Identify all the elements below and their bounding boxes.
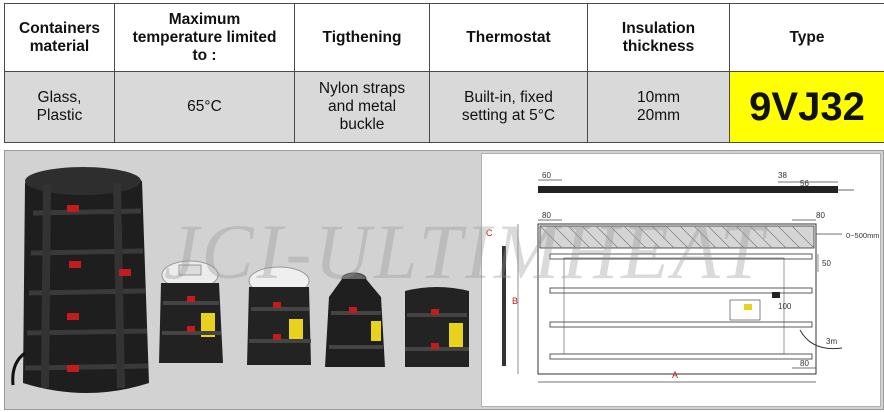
- dim-80-right-label: 80: [816, 211, 825, 220]
- cell-containers-material: Glass, Plastic: [5, 72, 115, 143]
- product-image-panel: 60 38 56 80 80 C: [4, 150, 884, 410]
- dim-3m-label: 3m: [826, 337, 837, 346]
- heater-jackets-illustration: [7, 153, 479, 407]
- header-thermostat: Thermostat: [430, 4, 588, 72]
- side-view-strip: [538, 186, 838, 193]
- dim-56-label: 56: [800, 179, 809, 188]
- dim-50-label: 50: [822, 259, 831, 268]
- cell-type: 9VJ32: [730, 72, 884, 143]
- dim-38-label: 38: [778, 171, 787, 180]
- header-insulation-thickness: Insulation thickness: [588, 4, 730, 72]
- product-photo: [7, 153, 479, 407]
- cell-max-temperature: 65°C: [115, 72, 295, 143]
- label-a: A: [672, 370, 678, 380]
- technical-drawing: 60 38 56 80 80 C: [481, 153, 881, 407]
- data-row: Glass, Plastic 65°C Nylon straps and met…: [5, 72, 884, 143]
- label-b: B: [512, 296, 518, 306]
- dimension-drawing: 60 38 56 80 80 C: [482, 154, 880, 406]
- cell-tightening: Nylon straps and metal buckle: [295, 72, 430, 143]
- spec-table: Containers material Maximum temperature …: [4, 3, 884, 143]
- header-type: Type: [730, 4, 884, 72]
- dim-100-label: 100: [778, 302, 792, 311]
- bottle-heater-jacket: [325, 273, 385, 367]
- header-containers-material: Containers material: [5, 4, 115, 72]
- cell-thermostat: Built-in, fixed setting at 5°C: [430, 72, 588, 143]
- large-drum-heater-jacket: [13, 167, 149, 393]
- header-tightening: Tigthening: [295, 4, 430, 72]
- dim-80-bottom-label: 80: [800, 359, 809, 368]
- jerrycan-heater-jacket-2: [247, 267, 311, 365]
- small-heater-jacket: [405, 287, 469, 367]
- jerrycan-heater-jacket-1: [159, 261, 223, 363]
- dim-0-500-label: 0~500mm: [846, 231, 880, 240]
- header-row: Containers material Maximum temperature …: [5, 4, 884, 72]
- label-c: C: [486, 228, 493, 238]
- header-max-temperature: Maximum temperature limited to :: [115, 4, 295, 72]
- dim-80-left-label: 80: [542, 211, 551, 220]
- cell-insulation-thickness: 10mm 20mm: [588, 72, 730, 143]
- dim-60-label: 60: [542, 171, 551, 180]
